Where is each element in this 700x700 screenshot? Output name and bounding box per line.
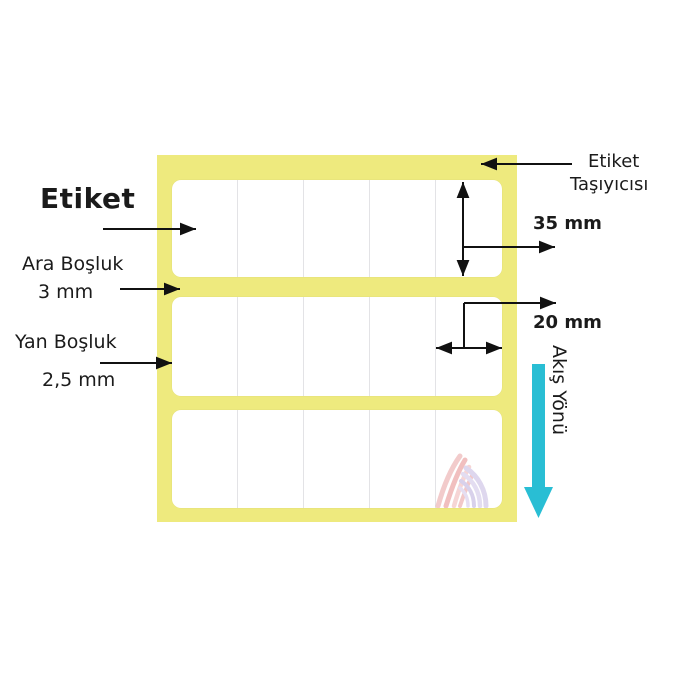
cell-divider: [303, 410, 304, 508]
cell-divider: [303, 180, 304, 277]
cell-divider: [369, 410, 370, 508]
label-carrier: [157, 155, 517, 522]
carrier-callout-line1: Etiket: [588, 151, 640, 172]
side-gap-value: 2,5 mm: [42, 369, 116, 391]
label-height-dimension-text: 35 mm: [533, 213, 602, 234]
cell-divider: [237, 180, 238, 277]
cell-divider: [237, 410, 238, 508]
cell-divider: [369, 180, 370, 277]
cell-divider: [435, 410, 436, 508]
brand-watermark-icon: [435, 453, 489, 508]
label-strip-row-1: [172, 180, 502, 277]
cell-divider: [435, 180, 436, 277]
gap-between-label: Ara Boşluk: [22, 253, 124, 275]
label-strip-row-2: [172, 297, 502, 396]
label-strip-row-3: [172, 410, 502, 508]
flow-direction-text: Akış Yönü: [548, 345, 570, 436]
cell-divider: [303, 297, 304, 396]
cell-divider: [237, 297, 238, 396]
label-callout-text: Etiket: [40, 182, 136, 215]
side-gap-label: Yan Boşluk: [15, 331, 117, 353]
label-width-dimension-text: 20 mm: [533, 312, 602, 333]
cell-divider: [369, 297, 370, 396]
carrier-callout-line2: Taşıyıcısı: [570, 174, 649, 195]
cell-divider: [435, 297, 436, 396]
gap-between-value: 3 mm: [38, 281, 94, 303]
